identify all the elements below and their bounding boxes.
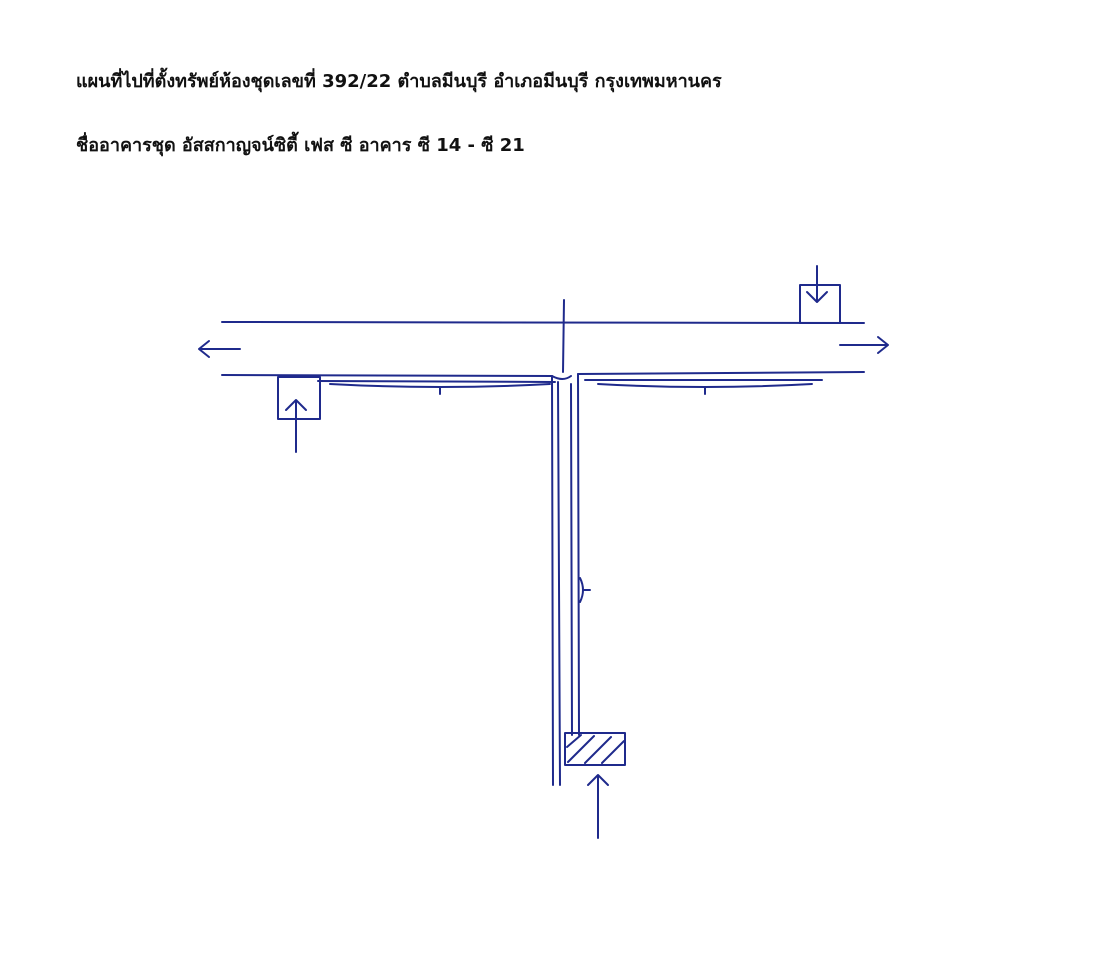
hospital-box: [277, 376, 321, 420]
distance-brace-left: [329, 383, 551, 395]
main-road-left-inner-line: [317, 380, 556, 383]
junction-mark: [551, 375, 572, 380]
project-pointer-line: [562, 299, 565, 373]
destination-hatch-2: [567, 735, 595, 763]
top-right-landmark-arrow: [806, 265, 828, 303]
destination-hatch-3: [584, 736, 612, 764]
map-title: แผนที่ไปที่ตั้งทรัพย์ห้องชุดเลขที่ 392/2…: [76, 71, 722, 92]
destination-hatch-4: [601, 740, 625, 764]
soi-inner-line-b: [570, 383, 573, 736]
destination-box: [564, 732, 626, 766]
right-direction-arrow: [839, 336, 889, 354]
top-right-landmark-box: [799, 284, 841, 324]
destination-arrow: [587, 774, 609, 839]
main-road-bottom-edge-right: [577, 371, 865, 375]
soi-left-edge: [551, 375, 554, 786]
destination-hatch-1: [566, 734, 582, 748]
left-direction-arrow: [198, 340, 241, 358]
distance-brace-right: [597, 383, 813, 395]
building-name: ชื่ออาคารชุด อัสสกาญจน์ซิตี้ เฟส ซี อาคา…: [76, 135, 525, 156]
soi-right-edge: [577, 373, 580, 736]
hospital-arrow: [285, 399, 307, 453]
distance-brace-down: [579, 577, 591, 603]
soi-inner-line-a: [557, 381, 561, 786]
main-road-bottom-edge-left: [221, 374, 553, 377]
main-road-top-edge: [221, 321, 865, 324]
